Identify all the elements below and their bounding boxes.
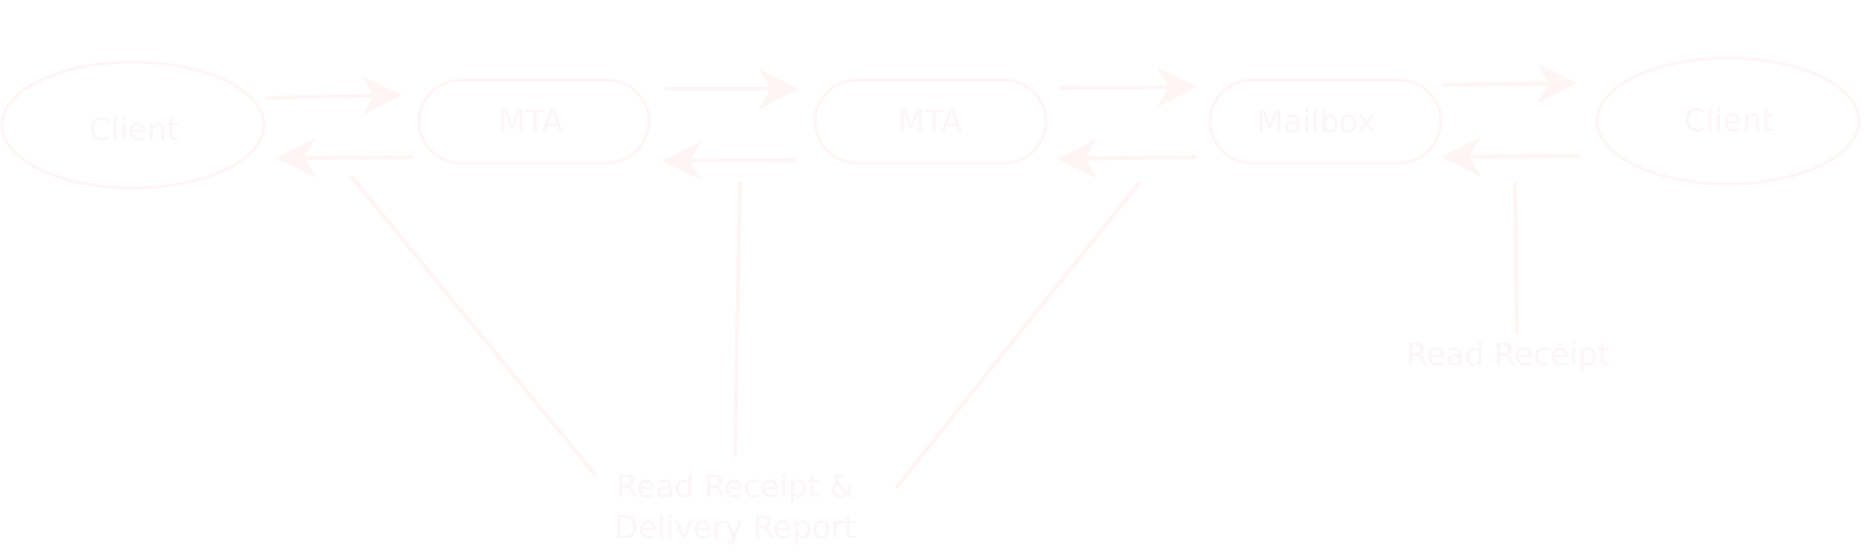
connector-client-to-read-receipt-note: [1513, 181, 1519, 335]
note-read-receipt: Read Receipt: [1406, 337, 1610, 373]
note-combined-line1: Read Receipt &: [616, 469, 854, 505]
node-mta-1-label: MTA: [499, 104, 563, 140]
note-combined-line2: Delivery Report: [614, 510, 855, 546]
node-mta-2-label: MTA: [898, 104, 962, 140]
node-client-left-label: Client: [89, 112, 179, 148]
arrow-client-to-mta1: [264, 75, 402, 116]
node-client-right: Client: [1595, 56, 1861, 186]
node-mailbox-label: Mailbox: [1256, 104, 1375, 140]
arrow-mailbox-to-mta2: [1057, 138, 1197, 179]
node-mta-1: MTA: [417, 78, 651, 165]
arrow-mta1-to-client: [276, 137, 414, 178]
arrow-client-to-mailbox: [1441, 136, 1581, 177]
connector-mailbox-to-combined-note: [894, 180, 1142, 490]
node-client-right-label: Client: [1684, 103, 1774, 139]
arrow-mta2-to-mailbox: [1058, 67, 1197, 108]
node-mailbox: Mailbox: [1208, 78, 1443, 165]
node-client-left: Client: [0, 60, 266, 190]
connector-mta-to-combined-note: [733, 181, 742, 457]
arrow-mta2-to-mta1: [662, 140, 797, 181]
note-read-receipt-and-delivery-report: Read Receipt & Delivery Report: [614, 469, 855, 546]
arrow-mailbox-to-client: [1442, 63, 1577, 104]
node-mta-2: MTA: [813, 78, 1048, 165]
connector-client-to-combined-note: [349, 174, 598, 478]
